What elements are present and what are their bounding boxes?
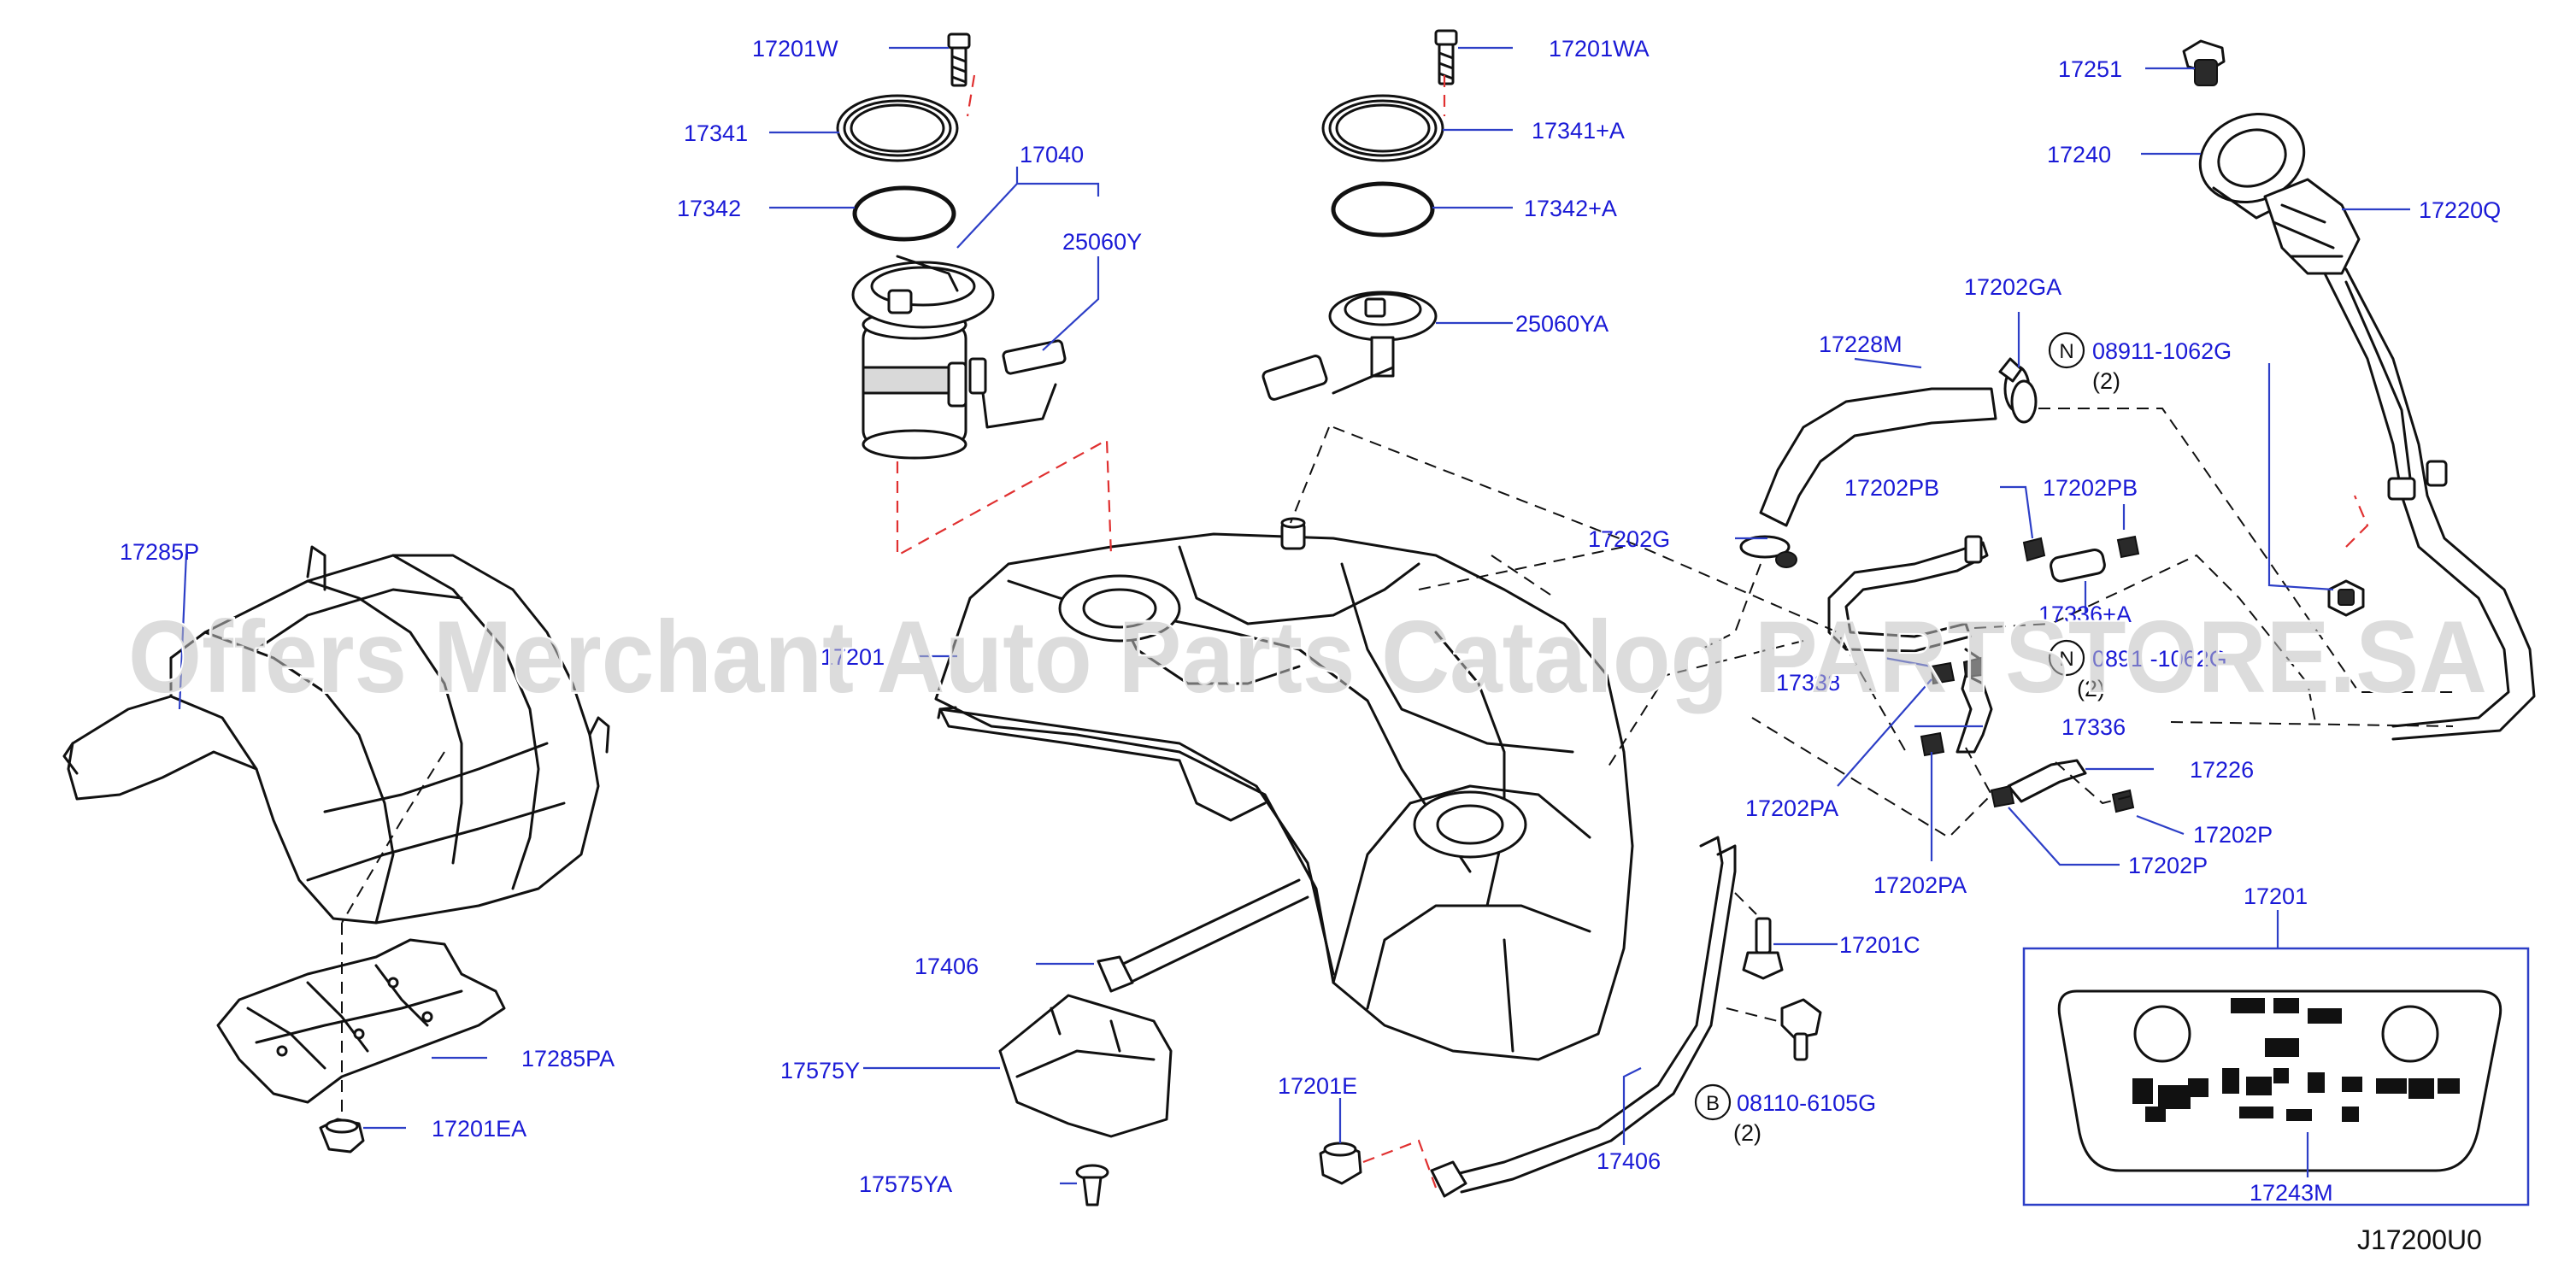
fuel-sender-25060ya-drawing [1262, 291, 1438, 401]
assembly-guide-lines [341, 74, 2457, 1189]
strap-17406-upper-drawing [1097, 878, 1309, 993]
upper-heat-shield-drawing [62, 545, 610, 925]
label-17202p-2[interactable]: 17202P [2128, 853, 2208, 878]
label-17201w[interactable]: 17201W [752, 36, 838, 62]
strap-17406-lower-drawing [1430, 836, 1737, 1198]
hose-17336a-drawing [2050, 549, 2106, 583]
qty-n2: (2) [2077, 676, 2105, 702]
hose-17338-drawing [1827, 535, 1989, 653]
label-17243m[interactable]: 17243M [2250, 1180, 2333, 1206]
fuel-tank-drawing [934, 517, 1634, 1061]
fuel-sender-25060y-drawing [968, 339, 1067, 429]
label-17285p[interactable]: 17285P [120, 539, 199, 565]
bolt-17201c-drawing [1742, 917, 1784, 980]
label-17341a[interactable]: 17341+A [1532, 118, 1625, 144]
label-17226[interactable]: 17226 [2190, 757, 2254, 783]
label-17202pa-2[interactable]: 17202PA [1873, 872, 1967, 898]
symbol-n-2: N [2048, 639, 2085, 677]
label-25060y[interactable]: 25060Y [1062, 229, 1142, 255]
symbol-n-1: N [2048, 332, 2085, 369]
leader-lines [178, 46, 2410, 1185]
clip-17575ya-drawing [1075, 1164, 1109, 1206]
bolt-17201wa-drawing [1434, 29, 1458, 85]
label-17336a[interactable]: 17336+A [2038, 602, 2132, 627]
symbol-n-2-text: N [2059, 648, 2073, 671]
o-ring-17342-drawing [852, 185, 956, 242]
filler-tube-17220q-drawing [2263, 178, 2536, 741]
label-17202pa-1[interactable]: 17202PA [1745, 795, 1838, 821]
clamp-17202ga-drawing [1998, 357, 2038, 424]
clamps-17202pa-drawing [1920, 656, 1985, 757]
lock-ring-17341a-drawing [1321, 94, 1444, 162]
nut-17201e-drawing [1319, 1142, 1362, 1185]
symbol-n-1-text: N [2059, 340, 2073, 363]
part-labels: 17201W 17341 17342 17040 25060Y 17201WA … [120, 36, 2501, 1206]
label-17338[interactable]: 17338 [1776, 670, 1840, 696]
nut-17201ea-drawing [319, 1118, 365, 1154]
symbol-b: B [1694, 1083, 1732, 1121]
label-17336[interactable]: 17336 [2061, 714, 2126, 740]
label-17575y[interactable]: 17575Y [780, 1058, 860, 1083]
label-17220q[interactable]: 17220Q [2419, 197, 2501, 223]
bolt-17201w-drawing [947, 32, 971, 87]
label-17201-detail[interactable]: 17201 [2244, 883, 2308, 909]
label-17202pb-2[interactable]: 17202PB [2043, 475, 2138, 501]
qty-b: (2) [1733, 1120, 1761, 1146]
symbol-b-text: B [1706, 1092, 1720, 1115]
label-17285pa[interactable]: 17285PA [521, 1046, 615, 1071]
grommet-right-drawing [2327, 579, 2365, 617]
label-17201-main[interactable]: 17201 [820, 644, 885, 670]
label-17406-1[interactable]: 17406 [915, 954, 979, 979]
bolt-08110-6105g-drawing [1780, 998, 1822, 1061]
hose-17228m-drawing [1759, 387, 1997, 527]
label-17228m[interactable]: 17228M [1819, 332, 1903, 357]
diagram-code: J17200U0 [2357, 1224, 2482, 1255]
qty-n1: (2) [2092, 368, 2120, 394]
clamp-17202g-drawing [1739, 535, 1797, 568]
label-17575ya[interactable]: 17575YA [859, 1171, 952, 1197]
label-17202pb-1[interactable]: 17202PB [1844, 475, 1939, 501]
warning-label-marks [2132, 998, 2460, 1122]
label-17040[interactable]: 17040 [1020, 142, 1084, 167]
clamps-17202pb-drawing [2022, 535, 2140, 562]
o-ring-17342a-drawing [1331, 181, 1435, 238]
label-detail-box [2022, 947, 2530, 1206]
label-0891x-1062g[interactable]: 0891 -1062G [2092, 646, 2227, 672]
label-17201e[interactable]: 17201E [1278, 1073, 1357, 1099]
label-17342a[interactable]: 17342+A [1524, 196, 1617, 221]
lower-heat-shield-drawing [216, 938, 506, 1104]
label-17202p-1[interactable]: 17202P [2193, 822, 2273, 848]
filler-cap-17251-drawing [2182, 39, 2226, 86]
label-17201ea[interactable]: 17201EA [432, 1116, 526, 1142]
label-17201c[interactable]: 17201C [1839, 932, 1920, 958]
label-08110-6105g[interactable]: 08110-6105G [1737, 1090, 1876, 1116]
clamps-17202p-drawing [1990, 784, 2135, 813]
label-17342[interactable]: 17342 [677, 196, 741, 221]
label-08911-1062g[interactable]: 08911-1062G [2092, 338, 2232, 364]
label-17240[interactable]: 17240 [2047, 142, 2111, 167]
label-17201wa[interactable]: 17201WA [1549, 36, 1650, 62]
bracket-17575y-drawing [998, 994, 1173, 1138]
hose-17226-drawing [2007, 759, 2087, 803]
watermark: Offers Merchant Auto Parts Catalog PARTS… [128, 600, 2487, 714]
label-17251[interactable]: 17251 [2058, 56, 2122, 82]
label-17341[interactable]: 17341 [684, 120, 748, 146]
fuel-pump-assembly-drawing [851, 255, 995, 460]
label-17202ga[interactable]: 17202GA [1964, 274, 2061, 300]
label-17202g[interactable]: 17202G [1588, 526, 1670, 552]
lock-ring-17341-drawing [836, 94, 959, 162]
label-25060ya[interactable]: 25060YA [1515, 311, 1609, 337]
label-17406-2[interactable]: 17406 [1597, 1148, 1661, 1174]
filler-neck-seal-17240-drawing [2198, 112, 2306, 220]
